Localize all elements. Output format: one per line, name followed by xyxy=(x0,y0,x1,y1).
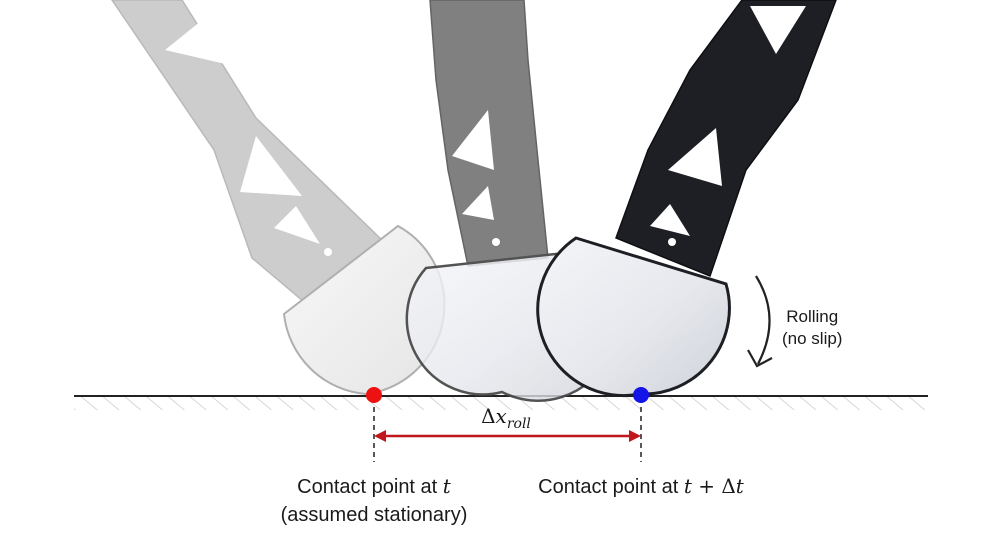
contact-t-label: Contact point at t (assumed stationary) xyxy=(281,472,468,529)
rolling-label-line2: (no slip) xyxy=(782,329,843,348)
rolling-label: Rolling (no slip) xyxy=(782,306,842,350)
delta-x-roll-label: Δxroll xyxy=(481,404,531,432)
delta-symbol: Δ xyxy=(481,404,496,428)
leg-dark xyxy=(536,0,837,398)
displacement-arrow xyxy=(374,430,641,442)
foot-light xyxy=(282,224,446,396)
leg-light xyxy=(111,0,446,396)
contact-tdt-op: + Δ xyxy=(691,474,736,498)
ground xyxy=(74,395,928,410)
delta-variable: x xyxy=(495,404,507,428)
contact-dot-t xyxy=(366,387,382,403)
contact-tdt-text: Contact point at xyxy=(538,476,684,498)
contact-tdt-var2: t xyxy=(735,474,744,498)
curved-arrow-icon xyxy=(747,275,773,368)
contact-tdt-var: t xyxy=(683,474,692,498)
rolling-label-line1: Rolling xyxy=(786,307,839,326)
contact-dot-tdt xyxy=(633,387,649,403)
contact-t-note: (assumed stationary) xyxy=(280,504,468,526)
contact-t-text: Contact point at xyxy=(297,476,443,498)
foot-dark xyxy=(536,236,731,398)
contact-t-var: t xyxy=(442,474,451,498)
contact-tdt-label: Contact point at t + Δt xyxy=(538,472,744,501)
delta-subscript: roll xyxy=(506,416,531,432)
